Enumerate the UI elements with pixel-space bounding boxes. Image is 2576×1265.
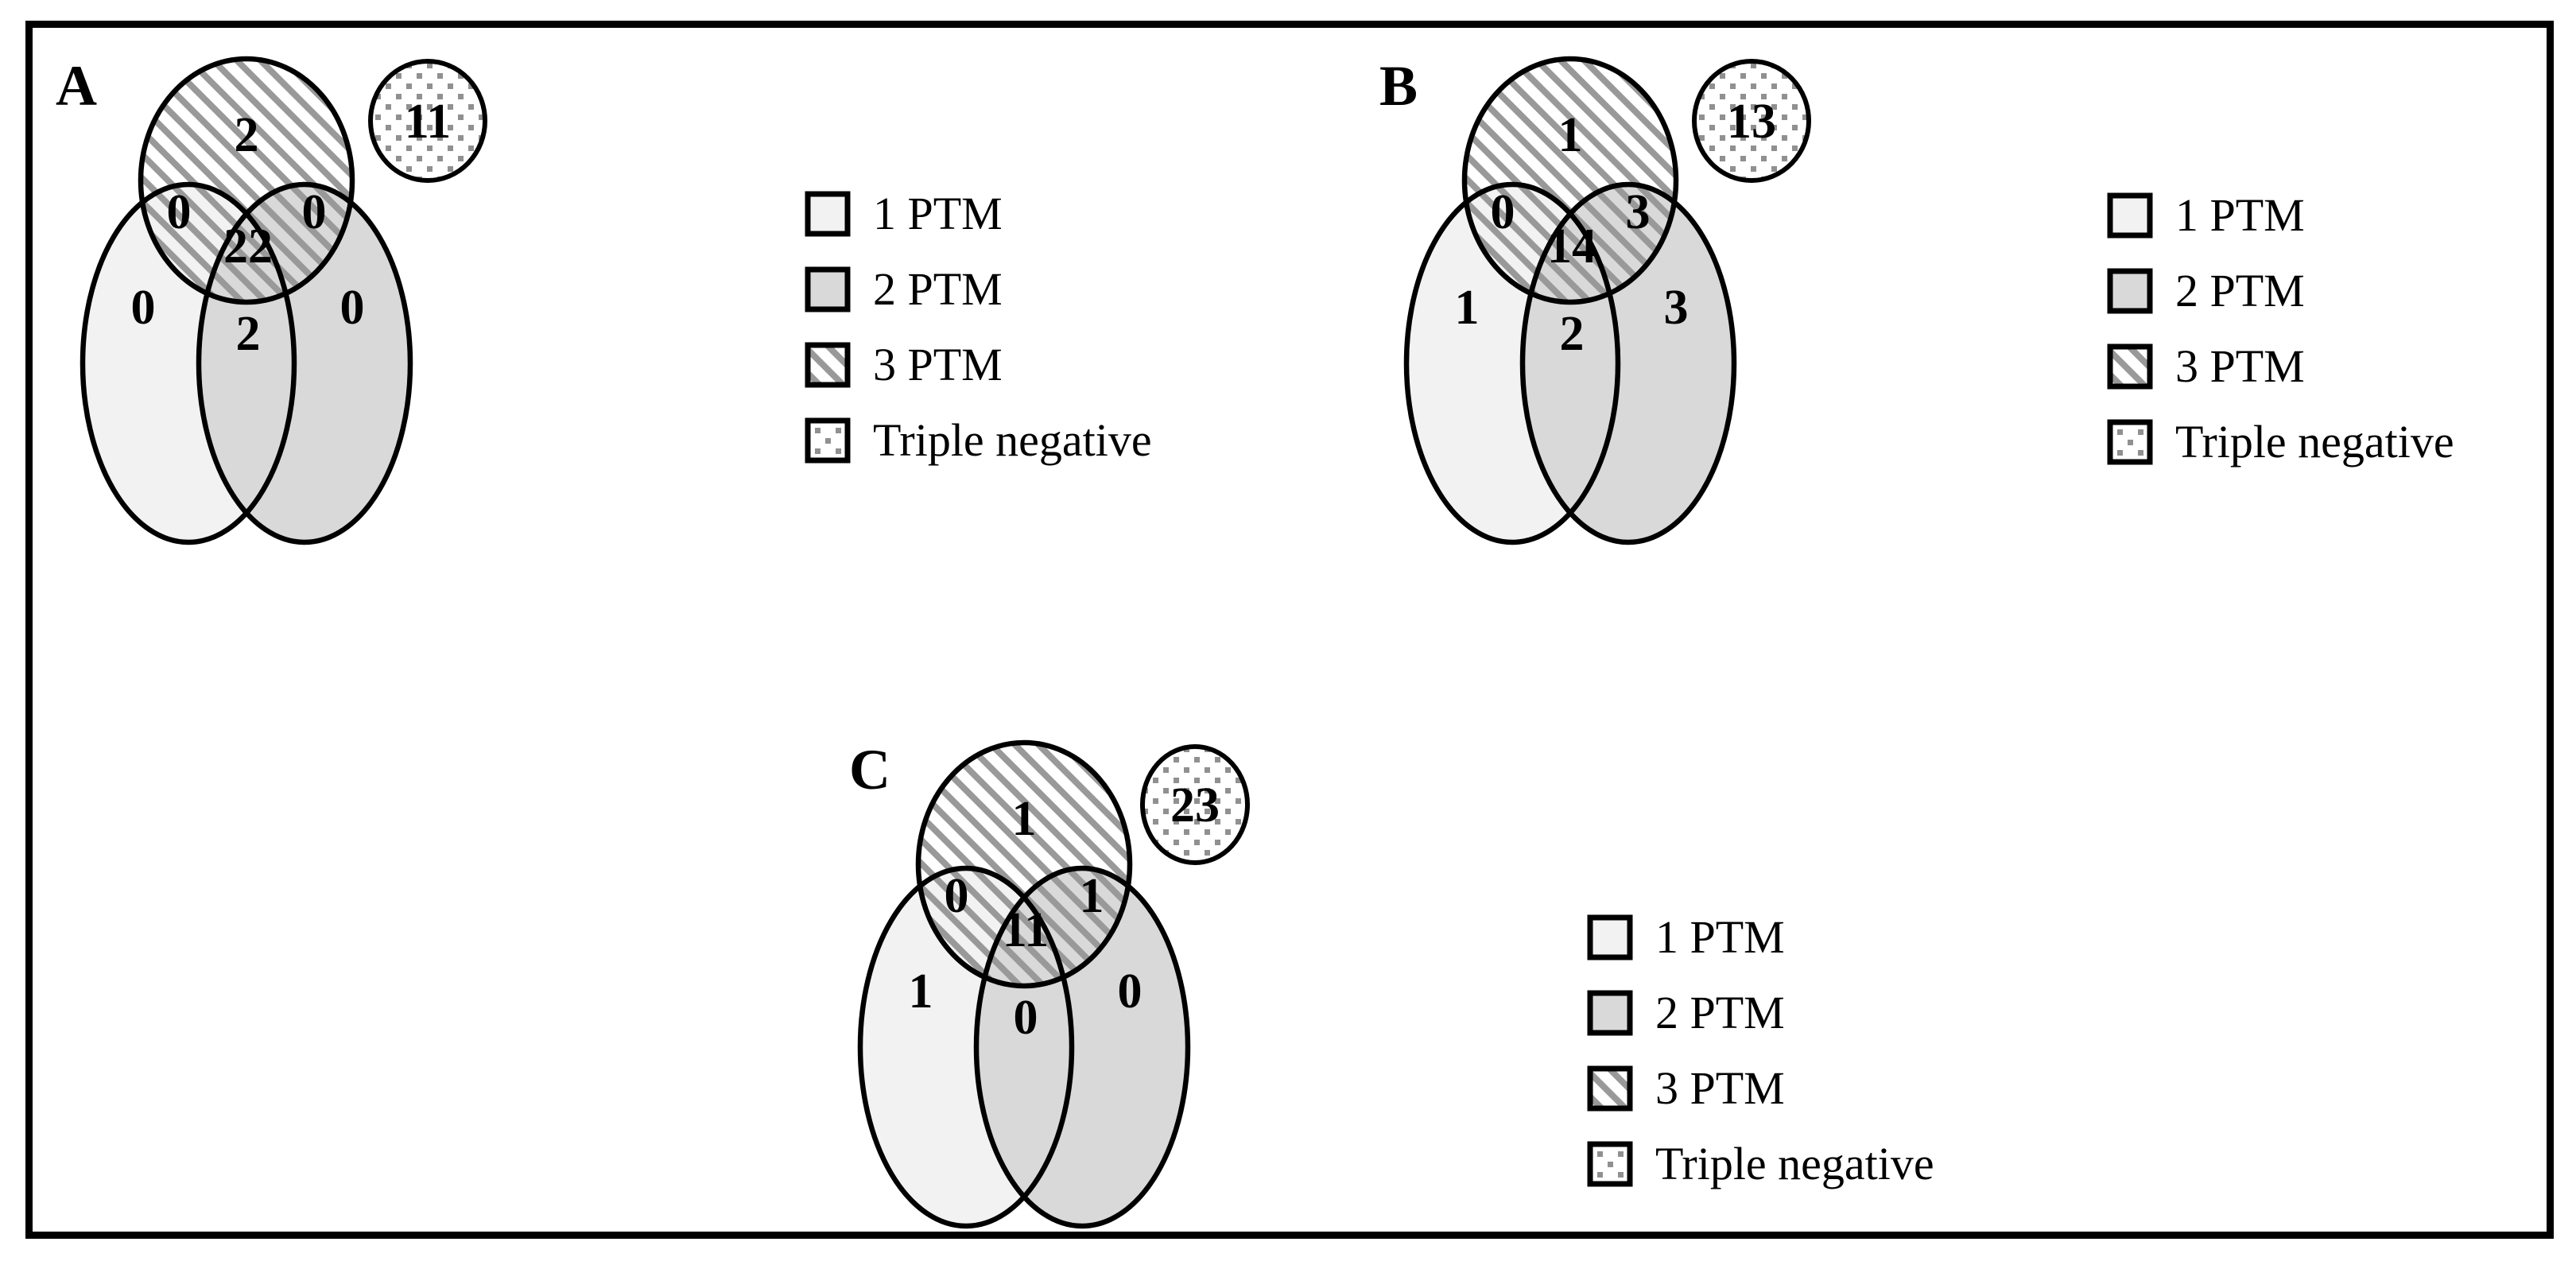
- count-c-1ptm-2ptm: 0: [1014, 991, 1038, 1045]
- legend-panel-b: 1 PTM 2 PTM 3 PTM Triple negative: [2107, 192, 2454, 465]
- venn-b-fills: [1406, 59, 1809, 542]
- legend-a-row-triple-negative: Triple negative: [805, 417, 1152, 464]
- legend-b-label-triple-negative: Triple negative: [2175, 416, 2454, 468]
- count-b-2ptm-only: 3: [1664, 281, 1689, 335]
- legend-a-label-triple-negative: Triple negative: [873, 414, 1152, 466]
- legend-panel-a: 1 PTM 2 PTM 3 PTM Triple negative: [805, 191, 1152, 464]
- count-b-1ptm-3ptm: 0: [1491, 185, 1515, 239]
- legend-swatch-3ptm-icon: [1587, 1065, 1633, 1112]
- legend-a-label-1ptm: 1 PTM: [873, 188, 1003, 239]
- venn-c-counts: 1 0 1 11 1 0 0 23: [909, 778, 1220, 1045]
- venn-a-ptm3-fill: [141, 59, 352, 302]
- legend-c-row-2ptm: 2 PTM: [1587, 990, 1934, 1036]
- count-a-2ptm-3ptm: 0: [302, 185, 327, 239]
- venn-b-triple-negative-outline: [1692, 59, 1811, 183]
- count-a-1ptm-3ptm: 0: [167, 185, 192, 239]
- legend-c-row-triple-negative: Triple negative: [1587, 1141, 1934, 1187]
- legend-a-row-2ptm: 2 PTM: [805, 266, 1152, 312]
- legend-swatch-2ptm-icon: [805, 266, 851, 312]
- count-c-all-three: 11: [1003, 903, 1049, 957]
- venn-c-ptm3-outline: [915, 739, 1133, 989]
- legend-c-row-1ptm: 1 PTM: [1587, 914, 1934, 960]
- count-c-1ptm-3ptm: 0: [945, 869, 969, 923]
- legend-a-label-3ptm: 3 PTM: [873, 339, 1003, 390]
- legend-c-row-3ptm: 3 PTM: [1587, 1065, 1934, 1112]
- count-c-3ptm-only: 1: [1012, 792, 1037, 846]
- legend-c-label-2ptm: 2 PTM: [1655, 987, 1785, 1038]
- panel-b-letter: B: [1379, 54, 1418, 118]
- legend-b-label-1ptm: 1 PTM: [2175, 189, 2305, 241]
- count-a-all-three: 22: [223, 219, 273, 274]
- legend-swatch-triple-negative-icon: [805, 417, 851, 464]
- legend-b-label-3ptm: 3 PTM: [2175, 340, 2305, 392]
- venn-b-ptm1-outline: [1403, 181, 1621, 545]
- count-b-3ptm-only: 1: [1558, 108, 1583, 162]
- venn-a-outlines: [80, 56, 487, 545]
- legend-b-label-2ptm: 2 PTM: [2175, 265, 2305, 316]
- count-a-1ptm-2ptm: 2: [236, 307, 261, 361]
- legend-c-label-3ptm: 3 PTM: [1655, 1062, 1785, 1114]
- count-a-triple-negative: 11: [405, 95, 452, 149]
- count-a-1ptm-only: 0: [131, 281, 156, 335]
- legend-swatch-1ptm-icon: [805, 191, 851, 237]
- legend-swatch-1ptm-icon: [2107, 192, 2153, 239]
- venn-c-triple-negative-outline: [1140, 744, 1250, 865]
- venn-a-fills: [83, 59, 485, 542]
- legend-swatch-triple-negative-icon: [2107, 419, 2153, 465]
- panel-a-letter: A: [56, 54, 97, 118]
- legend-b-row-1ptm: 1 PTM: [2107, 192, 2454, 239]
- venn-a-triple-negative-outline: [368, 59, 487, 183]
- legend-swatch-1ptm-icon: [1587, 914, 1633, 960]
- legend-b-row-triple-negative: Triple negative: [2107, 419, 2454, 465]
- venn-c-outlines: [857, 739, 1250, 1229]
- count-b-all-three: 14: [1547, 219, 1596, 274]
- count-c-2ptm-3ptm: 1: [1080, 869, 1104, 923]
- figure-border: [25, 21, 2554, 1239]
- venn-a-ptm2-outline: [196, 181, 413, 545]
- legend-swatch-3ptm-icon: [2107, 343, 2153, 390]
- legend-swatch-triple-negative-icon: [1587, 1141, 1633, 1187]
- count-a-2ptm-only: 0: [340, 281, 365, 335]
- legend-a-label-2ptm: 2 PTM: [873, 263, 1003, 315]
- venn-panel-b: B 1 0 3 14 1 2 3 13: [1379, 54, 1811, 545]
- legend-a-row-3ptm: 3 PTM: [805, 342, 1152, 388]
- panel-c-letter: C: [849, 738, 890, 801]
- legend-swatch-2ptm-icon: [1587, 990, 1633, 1036]
- count-c-2ptm-only: 0: [1118, 964, 1143, 1019]
- venn-b-counts: 1 0 3 14 1 2 3 13: [1455, 95, 1777, 361]
- venn-c-ptm2-outline: [973, 865, 1191, 1229]
- count-b-triple-negative: 13: [1727, 95, 1776, 149]
- count-c-1ptm-only: 1: [909, 964, 933, 1019]
- venn-a-counts: 2 0 0 22 0 2 0 11: [131, 95, 452, 361]
- venn-a-ptm1-outline: [80, 181, 297, 545]
- legend-b-row-2ptm: 2 PTM: [2107, 268, 2454, 314]
- venn-b-ptm3-fill: [1465, 59, 1676, 302]
- venn-c-fills: [860, 743, 1247, 1226]
- venn-b-ptm2-outline: [1519, 181, 1737, 545]
- venn-b-outlines: [1403, 56, 1811, 545]
- venn-panel-a: A 2 0 0 22 0 2 0 11: [56, 54, 487, 545]
- legend-panel-c: 1 PTM 2 PTM 3 PTM Triple negative: [1587, 914, 1934, 1187]
- count-b-1ptm-2ptm: 2: [1560, 307, 1585, 361]
- count-c-triple-negative: 23: [1170, 778, 1220, 832]
- venn-b-triple-negative-fill: [1694, 61, 1809, 180]
- legend-swatch-3ptm-icon: [805, 342, 851, 388]
- legend-a-row-1ptm: 1 PTM: [805, 191, 1152, 237]
- count-b-1ptm-only: 1: [1455, 281, 1480, 335]
- legend-swatch-2ptm-icon: [2107, 268, 2153, 314]
- legend-c-label-1ptm: 1 PTM: [1655, 911, 1785, 963]
- venn-b-ptm3-outline: [1461, 56, 1679, 305]
- venn-panel-c: C 1 0 1 11 1 0 0 23: [849, 738, 1250, 1229]
- venn-c-ptm1-outline: [857, 865, 1075, 1229]
- venn-a-triple-negative-fill: [370, 61, 485, 180]
- venn-c-ptm3-fill: [918, 743, 1130, 986]
- count-a-3ptm-only: 2: [235, 108, 259, 162]
- venn-c-triple-negative-fill: [1143, 747, 1247, 863]
- legend-c-label-triple-negative: Triple negative: [1655, 1138, 1934, 1189]
- legend-b-row-3ptm: 3 PTM: [2107, 343, 2454, 390]
- venn-a-ptm3-outline: [138, 56, 355, 305]
- count-b-2ptm-3ptm: 3: [1626, 185, 1651, 239]
